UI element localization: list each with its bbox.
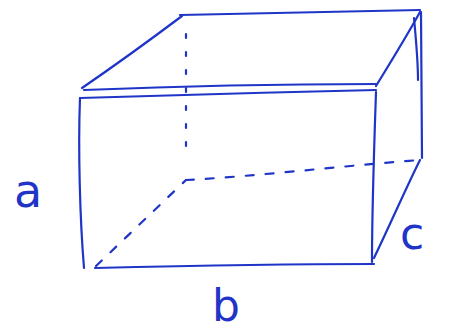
- back-top-edge: [180, 10, 420, 15]
- hidden-bottom-left-edge: [96, 180, 186, 266]
- top-left-edge: [82, 16, 182, 88]
- hidden-back-bottom-edge: [186, 160, 420, 180]
- hidden-vertical-edge: [185, 34, 187, 150]
- front-left-edge: [79, 98, 84, 268]
- dimension-label: a: [14, 168, 42, 214]
- front-right-edge: [372, 92, 376, 262]
- top-right-shading: [414, 18, 418, 80]
- back-right-edge: [421, 12, 422, 158]
- dimension-label: c: [400, 212, 424, 256]
- top-right-edge: [376, 12, 420, 86]
- top-front-edge: [84, 84, 376, 90]
- front-bottom-edge: [95, 264, 374, 268]
- front-top-edge: [80, 90, 376, 98]
- dimension-label: b: [212, 284, 240, 328]
